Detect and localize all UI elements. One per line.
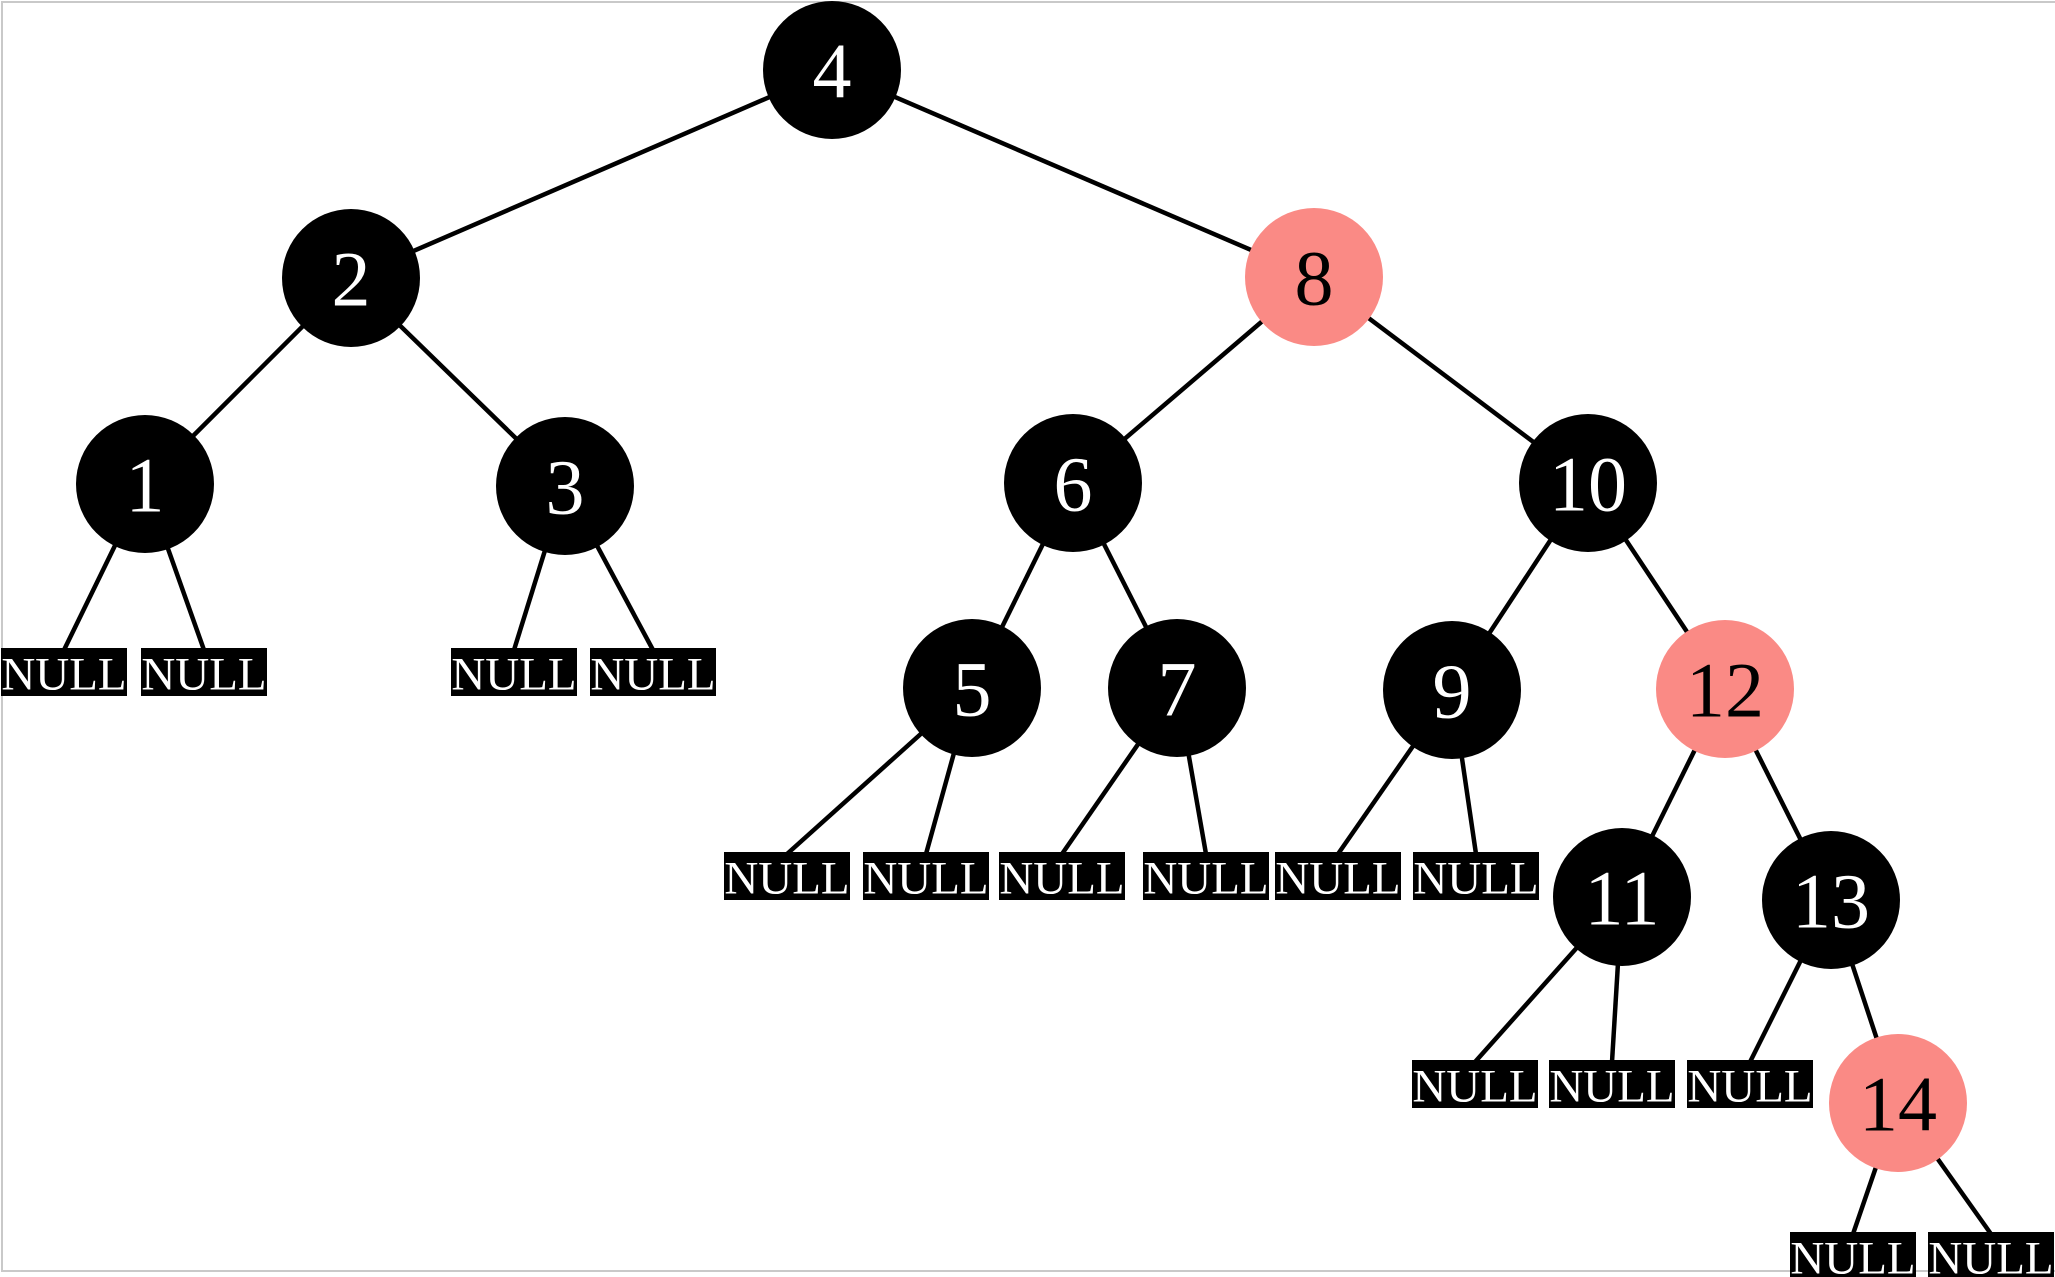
null-label-B6: NULL xyxy=(1413,852,1538,904)
node-label-2: 2 xyxy=(332,235,371,322)
node-label-5: 5 xyxy=(953,645,992,732)
null-label-C1: NULL xyxy=(1412,1060,1537,1112)
null-box-B5 xyxy=(1275,852,1401,900)
null-box-A4 xyxy=(590,648,716,696)
node-label-7: 7 xyxy=(1158,645,1197,732)
node-label-14: 14 xyxy=(1859,1060,1937,1147)
null-label-C2: NULL xyxy=(1549,1060,1674,1112)
null-label-B4: NULL xyxy=(1143,852,1268,904)
tree-node-5-black xyxy=(903,619,1041,757)
node-label-4: 4 xyxy=(813,27,852,114)
tree-node-9-black xyxy=(1383,621,1521,759)
null-label-A4: NULL xyxy=(590,648,715,700)
null-box-A2 xyxy=(141,648,267,696)
null-box-D2 xyxy=(1928,1232,2054,1277)
tree-edge-4-2 xyxy=(350,67,833,281)
tree-node-6-black xyxy=(1004,414,1142,552)
tree-node-14-red xyxy=(1829,1034,1967,1172)
node-label-10: 10 xyxy=(1549,440,1627,527)
null-box-C1 xyxy=(1412,1060,1538,1108)
tree-node-8-red xyxy=(1245,208,1383,346)
tree-node-12-red xyxy=(1656,620,1794,758)
null-label-D2: NULL xyxy=(1928,1232,2053,1277)
tree-node-7-black xyxy=(1108,619,1246,757)
node-label-3: 3 xyxy=(546,443,585,530)
null-box-B2 xyxy=(863,852,989,900)
null-label-A1: NULL xyxy=(1,648,126,700)
null-label-A2: NULL xyxy=(141,648,266,700)
node-label-11: 11 xyxy=(1584,854,1659,941)
tree-node-4-black xyxy=(763,1,901,139)
null-box-D1 xyxy=(1790,1232,1916,1277)
tree-node-13-black xyxy=(1762,831,1900,969)
tree-node-10-black xyxy=(1519,414,1657,552)
tree-node-3-black xyxy=(496,417,634,555)
tree-node-2-black xyxy=(282,209,420,347)
null-label-B3: NULL xyxy=(999,852,1124,904)
null-box-B6 xyxy=(1413,852,1539,900)
node-label-13: 13 xyxy=(1792,857,1870,944)
node-label-12: 12 xyxy=(1686,646,1764,733)
node-label-6: 6 xyxy=(1054,440,1093,527)
node-label-9: 9 xyxy=(1433,647,1472,734)
null-box-A3 xyxy=(451,648,577,696)
null-box-C2 xyxy=(1549,1060,1675,1108)
null-label-D1: NULL xyxy=(1790,1232,1915,1277)
null-box-B3 xyxy=(999,852,1125,900)
node-label-1: 1 xyxy=(126,441,165,528)
null-label-A3: NULL xyxy=(451,648,576,700)
null-label-B5: NULL xyxy=(1275,852,1400,904)
tree-node-1-black xyxy=(76,415,214,553)
tree-edge-4-8 xyxy=(831,67,1315,280)
null-label-C3: NULL xyxy=(1687,1060,1812,1112)
null-box-A1 xyxy=(1,648,127,696)
null-box-B1 xyxy=(724,852,850,900)
null-label-B1: NULL xyxy=(724,852,849,904)
null-box-C3 xyxy=(1687,1060,1813,1108)
node-label-8: 8 xyxy=(1295,234,1334,321)
tree-node-11-black xyxy=(1553,828,1691,966)
null-box-B4 xyxy=(1143,852,1269,900)
null-label-B2: NULL xyxy=(863,852,988,904)
